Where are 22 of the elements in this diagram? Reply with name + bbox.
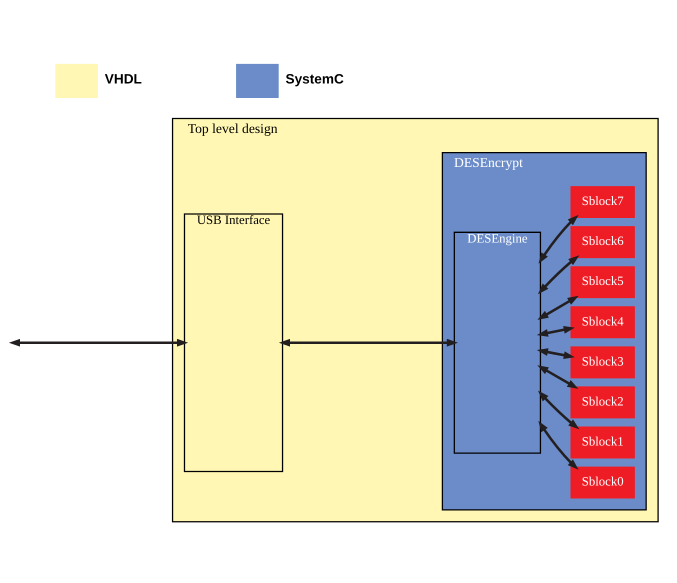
legend-label: SystemC	[286, 70, 344, 86]
arrow	[538, 420, 579, 470]
node-box: DESEngine	[454, 231, 542, 454]
node-box: Sblock7	[570, 186, 635, 218]
arrow	[537, 364, 578, 388]
arrow	[8, 338, 188, 346]
node-box: Sblock2	[570, 386, 635, 418]
legend-label: VHDL	[104, 70, 142, 86]
node-box: Sblock5	[570, 266, 635, 298]
node-box: USB Interface	[184, 212, 284, 472]
arrow	[536, 348, 575, 358]
arrow	[538, 254, 580, 294]
node-box: Sblock0	[570, 466, 635, 498]
arrow	[538, 390, 580, 429]
arrow	[537, 295, 579, 320]
node-box: Sblock1	[570, 426, 635, 458]
arrow	[278, 338, 458, 346]
arrow	[538, 214, 579, 264]
arrow	[536, 325, 575, 336]
node-box: Sblock3	[570, 346, 635, 378]
node-box: Sblock4	[570, 306, 635, 338]
node-box: Sblock6	[570, 226, 635, 258]
